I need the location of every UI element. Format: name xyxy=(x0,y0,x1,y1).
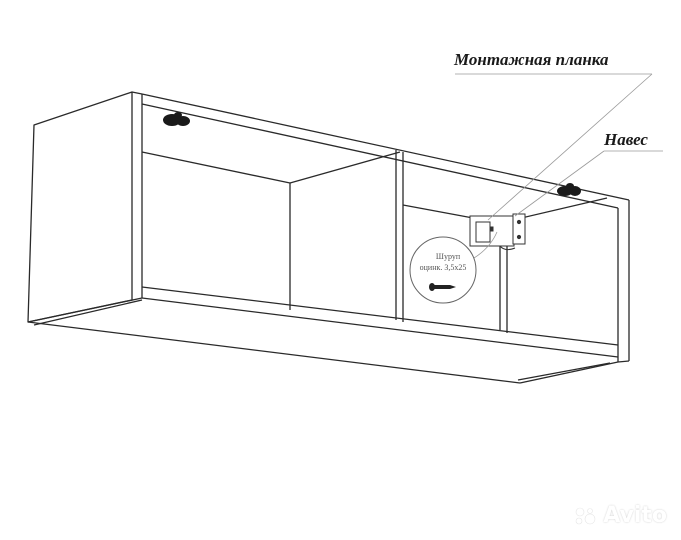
avito-logo-icon xyxy=(575,507,596,524)
cabinet-outline xyxy=(27,91,630,384)
screw-label-line1: Шуруп xyxy=(435,252,461,261)
screw-callout-circle xyxy=(409,236,477,304)
leader-lines xyxy=(455,73,663,259)
mounting-strip-label: Монтажная планка xyxy=(454,50,609,69)
hinge-right-icon xyxy=(557,183,581,196)
hinge-label: Навес xyxy=(604,130,648,149)
avito-watermark-text: Avito xyxy=(603,503,667,528)
screw-label-line2: оцинк. 3,5х25 xyxy=(419,263,467,272)
mounting-bracket xyxy=(469,213,526,251)
avito-watermark: Avito xyxy=(573,503,667,528)
screw-icon xyxy=(429,283,456,291)
hinge-left-icon xyxy=(163,112,190,126)
